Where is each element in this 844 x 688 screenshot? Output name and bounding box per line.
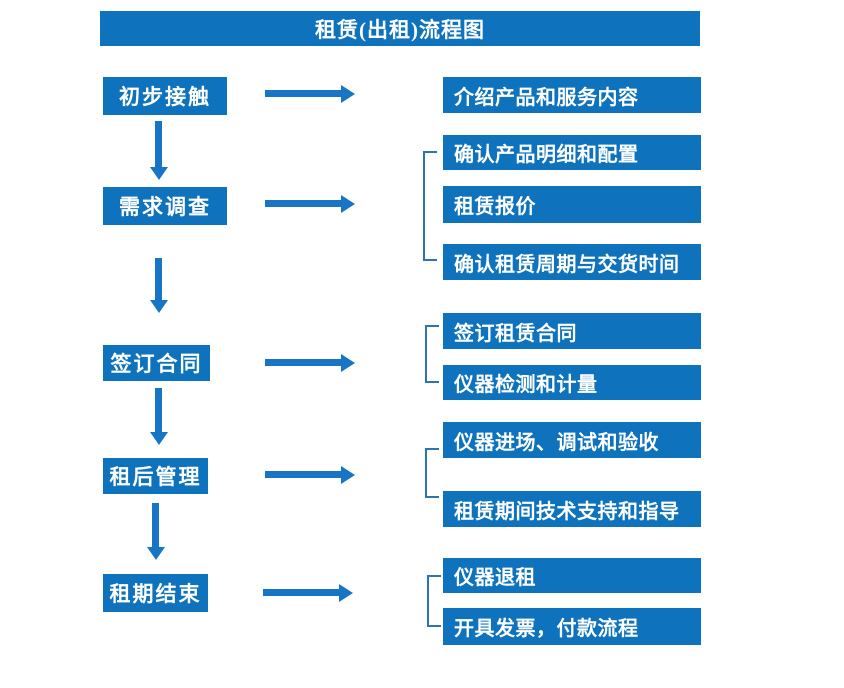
- bracket-connector: [425, 448, 439, 498]
- detail-box: 租赁期间技术支持和指导: [443, 491, 701, 527]
- arrow-right-icon: [265, 359, 341, 366]
- arrow-right-icon: [265, 200, 341, 207]
- detail-box: 确认产品明细和配置: [443, 135, 701, 170]
- arrow-right-icon: [263, 589, 339, 596]
- flowchart-title: 租赁(出租)流程图: [100, 11, 700, 46]
- detail-box: 介绍产品和服务内容: [443, 77, 701, 113]
- bracket-connector: [427, 575, 441, 627]
- arrow-down-icon: [155, 258, 162, 300]
- bracket-connector: [423, 151, 437, 261]
- stage-box-post-rental-mgmt: 租后管理: [103, 458, 208, 494]
- detail-box: 仪器退租: [443, 558, 701, 593]
- detail-box: 仪器检测和计量: [443, 365, 701, 400]
- detail-box: 确认租赁周期与交货时间: [443, 244, 701, 280]
- arrow-down-icon: [152, 503, 159, 547]
- bracket-connector: [425, 325, 439, 383]
- detail-box: 签订租赁合同: [443, 313, 701, 349]
- arrow-down-icon: [155, 121, 162, 167]
- arrow-right-icon: [265, 471, 341, 478]
- arrow-right-icon: [265, 90, 341, 97]
- stage-box-initial-contact: 初步接触: [103, 77, 227, 115]
- detail-box: 开具发票，付款流程: [443, 608, 701, 645]
- stage-box-rental-end: 租期结束: [103, 574, 208, 612]
- stage-box-demand-survey: 需求调查: [103, 187, 227, 225]
- detail-box: 租赁报价: [443, 186, 701, 223]
- arrow-down-icon: [155, 388, 162, 432]
- stage-box-sign-contract: 签订合同: [103, 345, 210, 381]
- detail-box: 仪器进场、调试和验收: [443, 422, 701, 458]
